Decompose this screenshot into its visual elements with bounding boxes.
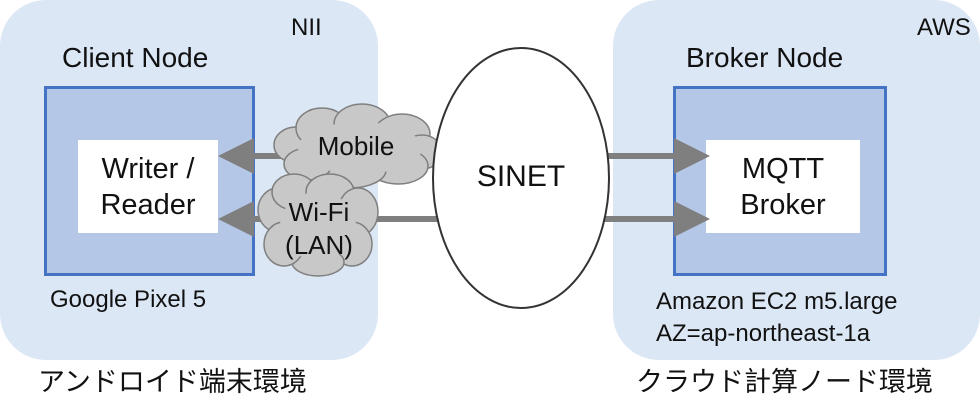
zone-label: AZ=ap-northeast-1a: [656, 320, 871, 347]
android-env-caption: アンドロイド端末環境: [38, 367, 307, 397]
wifi-label-line2: (LAN): [285, 230, 353, 260]
mobile-label: Mobile: [317, 131, 395, 161]
broker-app-line1: MQTT: [741, 152, 825, 185]
sinet-label: SINET: [476, 160, 566, 193]
client-node-title: Client Node: [62, 42, 209, 73]
nii-label: NII: [291, 14, 322, 41]
cloud-env-caption: クラウド計算ノード環境: [636, 367, 933, 397]
wifi-label: Wi-Fi (LAN): [264, 196, 374, 262]
wifi-label-line1: Wi-Fi: [288, 197, 350, 227]
client-app-line2: Reader: [100, 188, 196, 221]
aws-label: AWS: [917, 14, 971, 41]
broker-node-title: Broker Node: [686, 42, 844, 73]
writer-reader-app: Writer / Reader: [78, 140, 218, 233]
broker-app-line2: Broker: [740, 188, 826, 221]
instance-label: Amazon EC2 m5.large: [656, 288, 898, 315]
client-app-line1: Writer /: [101, 152, 195, 185]
device-label: Google Pixel 5: [50, 286, 207, 313]
sinet-ellipse: [432, 47, 610, 309]
mqtt-broker-app: MQTT Broker: [706, 140, 860, 233]
